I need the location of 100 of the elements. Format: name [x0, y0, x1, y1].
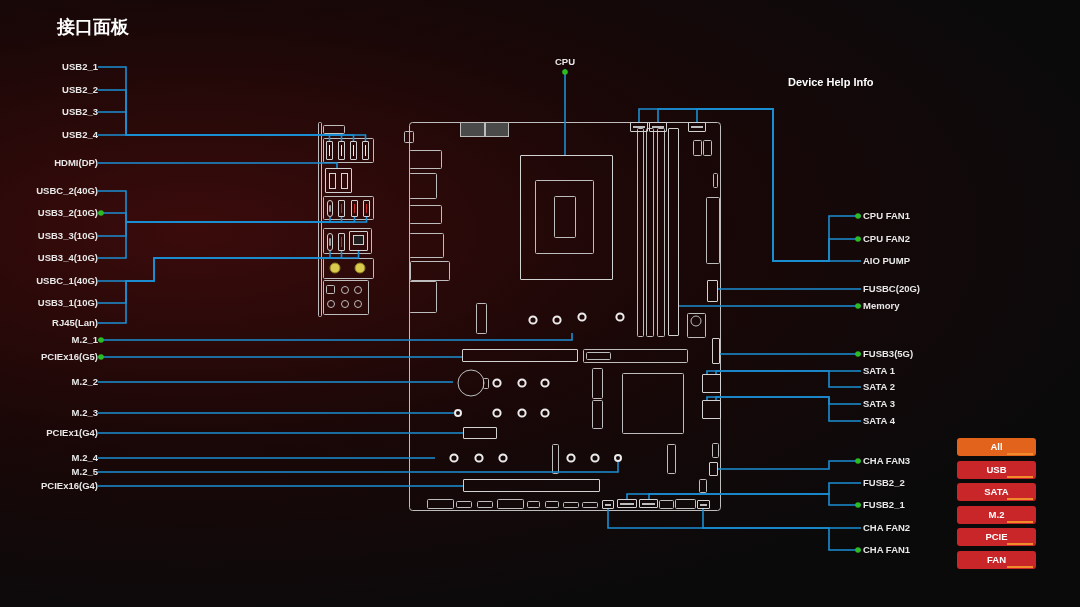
part-label: SATA 3 — [861, 397, 896, 411]
usb-header — [707, 280, 718, 302]
usb-port — [338, 141, 345, 160]
memory-slot — [668, 128, 679, 336]
leader-line — [715, 370, 862, 388]
leader-line — [97, 381, 454, 383]
leader-line — [97, 432, 464, 434]
rj45-port — [349, 231, 368, 251]
part-label: USB2_1 — [62, 60, 98, 74]
part-label: USB3_1(10G) — [37, 296, 98, 310]
part-label: M.2_3 — [71, 406, 98, 420]
part-label: HDMI(DP) — [54, 156, 98, 170]
leader-line — [702, 508, 862, 529]
part-label: M.2_4 — [71, 451, 98, 465]
fan-header — [602, 500, 614, 509]
fan-header — [709, 462, 718, 476]
leader-line — [696, 108, 862, 262]
part-label: USBC_1(40G) — [36, 274, 98, 288]
leader-line — [706, 370, 862, 375]
info-heading: Device Help Info — [788, 75, 874, 89]
usb-port — [338, 233, 345, 251]
part-label: SATA 2 — [861, 380, 896, 394]
usb-header — [712, 338, 720, 364]
part-label: CPU FAN1 — [861, 209, 910, 223]
leader-line — [97, 354, 463, 360]
leader-line — [648, 493, 862, 508]
leader-line — [717, 288, 862, 290]
sata-port — [702, 374, 721, 393]
leader-line — [706, 396, 862, 405]
fan-header — [697, 500, 710, 509]
leader-line — [97, 250, 360, 324]
filter-button: SATA — [957, 483, 1036, 501]
part-label: CPU — [554, 55, 576, 69]
standoff-screw — [454, 409, 462, 417]
leader-line — [97, 461, 619, 473]
usb-c-port — [327, 200, 333, 217]
part-label: CHA FAN2 — [861, 521, 911, 535]
part-label: CHA FAN1 — [861, 543, 911, 557]
usb-header — [639, 499, 658, 508]
standoff-screw — [614, 454, 622, 462]
usb-port — [326, 141, 333, 160]
usb-port — [338, 200, 345, 217]
part-label: M.2_1 — [71, 333, 98, 347]
leader-line — [97, 485, 464, 487]
part-label: CPU FAN2 — [861, 232, 910, 246]
part-label: USB3_4(10G) — [37, 251, 98, 265]
fan-header — [630, 122, 648, 132]
usb-port — [362, 141, 369, 160]
leader-line — [626, 482, 862, 500]
leader-line — [97, 216, 368, 259]
part-label: SATA 1 — [861, 364, 896, 378]
part-label: M.2_2 — [71, 375, 98, 389]
cpu-socket — [520, 155, 613, 280]
usb-port — [350, 141, 357, 160]
sata-port — [702, 400, 721, 419]
panel-title: 接口面板 — [57, 16, 129, 39]
part-label: FUSB2_1 — [861, 498, 905, 512]
leader-line — [562, 68, 568, 156]
leader-line — [607, 508, 862, 553]
part-label: RJ45(Lan) — [52, 316, 98, 330]
filter-button: All — [957, 438, 1036, 456]
leader-line — [97, 190, 331, 223]
part-label: USB3_3(10G) — [37, 229, 98, 243]
usb-port — [351, 200, 358, 217]
usb-header — [617, 499, 637, 508]
filter-button: PCIE — [957, 528, 1036, 546]
leader-line — [97, 66, 331, 142]
leader-line — [97, 412, 455, 414]
video-port-block — [325, 168, 352, 193]
leader-line — [97, 457, 436, 459]
part-label: USB2_4 — [62, 128, 98, 142]
leader-line — [97, 134, 367, 142]
part-label: USB2_3 — [62, 105, 98, 119]
leader-line — [678, 303, 862, 309]
leader-line — [97, 332, 573, 343]
leader-line — [719, 351, 862, 357]
leader-line — [97, 216, 356, 237]
pcie-slot — [463, 479, 600, 492]
part-label: PCIEx16(G5) — [40, 350, 98, 364]
leader-line — [97, 250, 331, 282]
part-label: PCIEx1(G4) — [46, 426, 98, 440]
leader-line — [97, 210, 343, 223]
leader-line — [715, 396, 862, 422]
part-label: FUSB2_2 — [861, 476, 905, 490]
leader-line — [97, 111, 355, 142]
fan-header — [649, 122, 667, 132]
part-label: AIO PUMP — [861, 254, 910, 268]
pcie-slot — [462, 349, 578, 362]
part-label: SATA 4 — [861, 414, 896, 428]
part-label: FUSB3(5G) — [861, 347, 914, 361]
leader-line — [97, 89, 343, 142]
fan-header — [688, 122, 706, 132]
usb-port — [363, 200, 370, 217]
part-label: PCIEx16(G4) — [40, 479, 98, 493]
leader-line — [717, 458, 862, 470]
leader-line — [97, 250, 343, 304]
part-label: M.2_5 — [71, 465, 98, 479]
part-label: USBC_2(40G) — [36, 184, 98, 198]
part-label: USB2_2 — [62, 83, 98, 97]
part-label: FUSBC(20G) — [861, 282, 920, 296]
